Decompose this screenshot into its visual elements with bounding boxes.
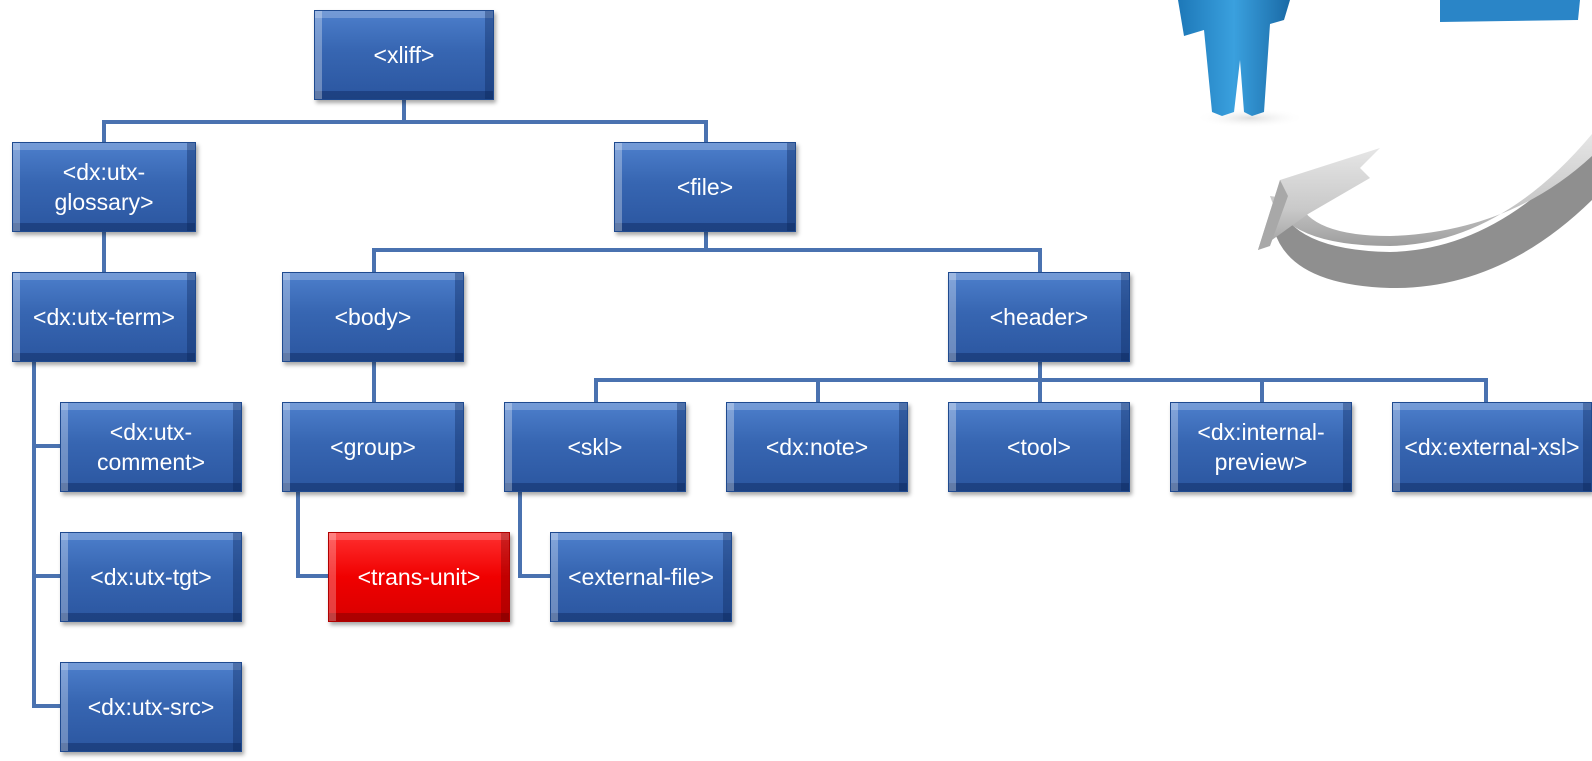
node-body: <body> [282,272,464,362]
node-utx-term: <dx:utx-term> [12,272,196,362]
node-trans-unit: <trans-unit> [328,532,510,622]
node-label: <tool> [1007,434,1071,460]
node-xliff: <xliff> [314,10,494,100]
node-label: <trans-unit> [357,564,481,590]
node-utx-tgt: <dx:utx-tgt> [60,532,242,622]
node-label: <skl> [567,434,623,460]
node-utx-glossary: <dx:utx-glossary> [12,142,196,232]
node-tool: <tool> [948,402,1130,492]
person-figure-icon [1178,0,1580,128]
node-label: <dx:utx-src> [87,694,215,720]
node-group: <group> [282,402,464,492]
curved-arrow-icon [1258,134,1592,289]
node-external-file: <external-file> [550,532,732,622]
node-label: <body> [334,304,412,330]
node-label: <dx:external-xsl> [1404,434,1580,460]
node-skl: <skl> [504,402,686,492]
node-label: <external-file> [568,564,714,590]
node-dx-note: <dx:note> [726,402,908,492]
node-utx-comment: <dx:utx-comment> [60,402,242,492]
node-header: <header> [948,272,1130,362]
node-file: <file> [614,142,796,232]
node-label: <dx:utx-glossary> [54,159,154,215]
node-label: <group> [330,434,416,460]
node-label: <dx:note> [765,434,869,460]
node-label: <xliff> [373,42,435,68]
node-label: <dx:utx-comment> [96,419,205,475]
node-label: <dx:utx-tgt> [90,564,212,590]
node-label: <dx:utx-term> [33,304,175,330]
decorative-clipart [1140,0,1592,290]
node-external-xsl: <dx:external-xsl> [1392,402,1592,492]
node-internal-preview: <dx:internal-preview> [1170,402,1352,492]
node-utx-src: <dx:utx-src> [60,662,242,752]
node-label: <dx:internal-preview> [1197,419,1325,475]
node-label: <header> [989,304,1089,330]
node-label: <file> [676,174,734,200]
